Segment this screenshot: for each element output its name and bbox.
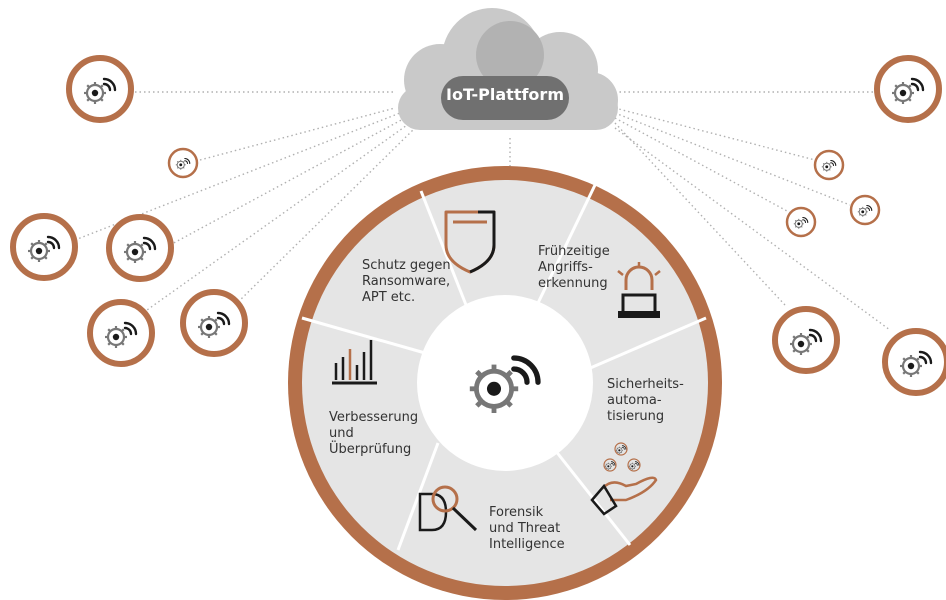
device-node	[180, 289, 248, 357]
bar-chart-icon	[332, 340, 377, 385]
device-node	[167, 147, 199, 179]
center-hub	[417, 295, 593, 471]
device-nodes-left	[10, 55, 248, 367]
cloud-icon	[398, 8, 618, 130]
segment-label-forensics: Forensik und Threat Intelligence	[489, 505, 565, 552]
segment-label-automation: Sicherheits- automa- tisierung	[607, 377, 684, 424]
cloud-label: IoT-Plattform	[446, 85, 564, 104]
siren-icon	[617, 262, 661, 318]
segment-label-early-detection: Frühzeitige Angriffs- erkennung	[538, 244, 610, 291]
device-node	[849, 194, 881, 226]
hand-devices-icon	[590, 442, 658, 516]
shield-icon	[444, 210, 496, 274]
segment-label-improvement: Verbesserung und Überprüfung	[329, 410, 419, 457]
device-node	[10, 213, 78, 281]
magnifier-document-icon	[418, 485, 478, 532]
device-node	[106, 214, 174, 282]
device-node	[813, 149, 845, 181]
device-node	[66, 55, 134, 123]
device-node	[882, 328, 946, 396]
device-node	[772, 306, 840, 374]
device-node	[874, 55, 942, 123]
cloud-label-box	[441, 76, 569, 120]
device-nodes-right	[772, 55, 946, 396]
connection-lines	[74, 91, 891, 331]
segment-label-protection: Schutz gegen Ransomware, APT etc.	[362, 258, 451, 305]
device-node	[87, 299, 155, 367]
device-node	[785, 206, 817, 238]
